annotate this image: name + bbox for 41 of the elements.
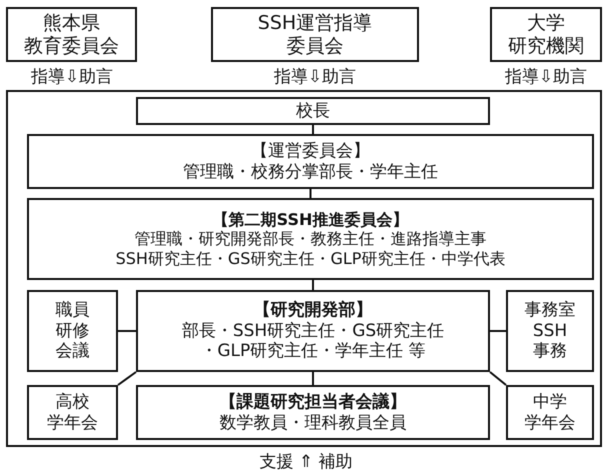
connector-line <box>310 189 312 198</box>
guidance-label: 指導⇩助言 <box>274 67 356 87</box>
org-box <box>506 385 594 440</box>
connector-line <box>312 280 314 290</box>
node-text: 熊本県教育委員会 <box>24 12 119 58</box>
committee-box <box>211 7 419 62</box>
heading-text: 【運営委員会】 <box>251 141 370 162</box>
node-text: SSH運営指導委員会 <box>258 12 372 58</box>
node-text: 部長・SSH研究主任・GS研究主任・GLP研究主任・学年主任 等 <box>182 320 444 362</box>
support-label: 支援 ⇑ 補助 <box>259 452 353 472</box>
node-text: 管理職・研究開発部長・教務主任・進路指導主事SSH研究主任・GS研究主任・GLP研究主任・中学代表 <box>116 229 506 268</box>
guidance-label: 指導⇩助言 <box>504 67 588 87</box>
node-text: 大学研究機関 <box>508 12 584 58</box>
connector-line <box>118 330 136 332</box>
node-text: 事務室SSH事務 <box>524 300 576 362</box>
node-text: 職員研修会議 <box>56 300 90 362</box>
connector-line <box>117 371 137 386</box>
heading-text: 【第二期SSH推進委員会】 <box>212 210 408 230</box>
guidance-label: 指導⇩助言 <box>30 67 114 87</box>
connector-line <box>490 330 506 332</box>
org-box <box>27 385 118 440</box>
node-text: 中学学年会 <box>524 392 576 433</box>
organization-box <box>490 7 602 62</box>
school-frame <box>6 90 602 447</box>
committee-box <box>136 385 490 440</box>
heading-text: 【課題研究担当者会議】 <box>220 392 406 412</box>
committee-box <box>136 290 490 372</box>
heading-text: 【研究開発部】 <box>254 300 372 321</box>
node-text: 高校学年会 <box>47 392 98 433</box>
connector-line <box>489 371 507 386</box>
org-box <box>27 290 118 372</box>
connector-line <box>312 125 314 134</box>
connector-line <box>312 372 314 385</box>
committee-box <box>27 134 594 189</box>
node-text: 管理職・校務分掌部長・学年主任 <box>183 162 438 182</box>
org-box <box>506 290 594 372</box>
node-text: 数学教員・理科教員全員 <box>220 412 406 433</box>
organization-box <box>6 7 137 62</box>
org-box <box>136 97 490 125</box>
committee-box <box>27 198 594 280</box>
node-text: 校長 <box>296 100 330 122</box>
